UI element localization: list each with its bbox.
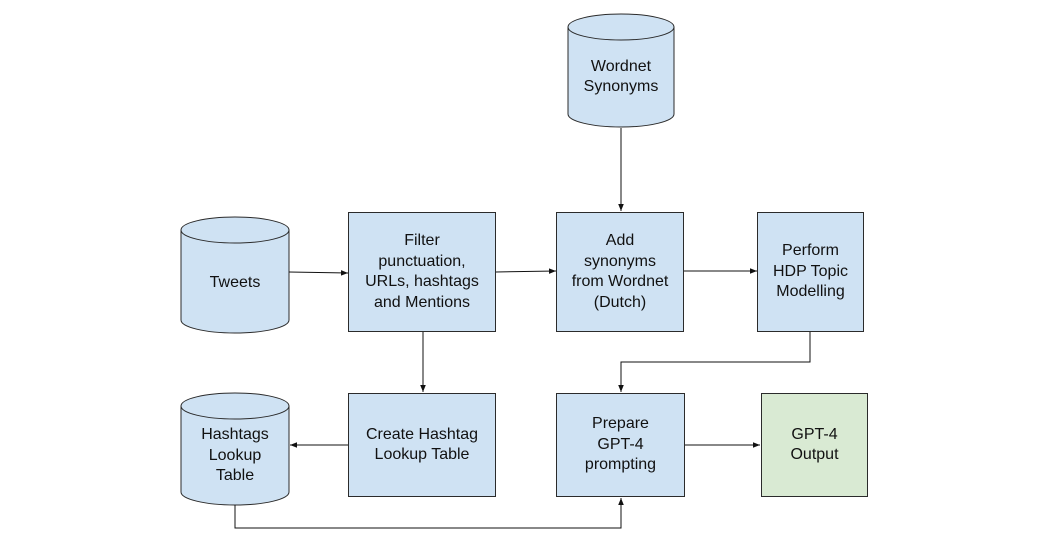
add-synonyms-box: Add synonyms from Wordnet (Dutch) (556, 212, 684, 332)
output-box: GPT-4 Output (761, 393, 868, 497)
edge-filter-to-add-synonyms (495, 268, 557, 274)
wordnet-label: Wordnet Synonyms (583, 57, 659, 96)
tweets-cylinder (180, 216, 290, 334)
prepare-label: Prepare GPT-4 prompting (584, 415, 657, 474)
edge-hdp-to-prepare (618, 332, 811, 392)
hashtags-table-label: Hashtags Lookup Table (201, 426, 269, 485)
output-label: GPT-4 Output (790, 425, 839, 464)
wordnet-cylinder (567, 13, 675, 128)
edge-tweets-to-filter (288, 270, 349, 276)
create-table-label: Create Hashtag Lookup Table (365, 425, 479, 464)
hdp-box: Perform HDP Topic Modelling (757, 212, 864, 332)
add-synonyms-label: Add synonyms from Wordnet (Dutch) (571, 232, 669, 311)
filter-label: Filter punctuation, URLs, hashtags and M… (365, 232, 479, 311)
hashtags-table-cylinder (180, 392, 290, 506)
hdp-label: Perform HDP Topic Modelling (773, 242, 848, 301)
prepare-box: Prepare GPT-4 prompting (556, 393, 685, 497)
tweets-label: Tweets (209, 273, 261, 291)
create-table-box: Create Hashtag Lookup Table (348, 393, 496, 497)
filter-box: Filter punctuation, URLs, hashtags and M… (348, 212, 496, 332)
edge-hashtags-to-prepare (234, 498, 624, 529)
